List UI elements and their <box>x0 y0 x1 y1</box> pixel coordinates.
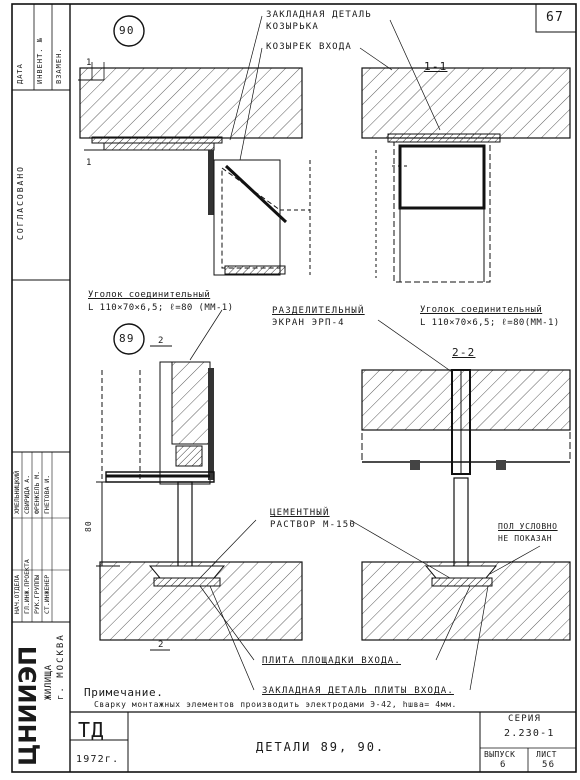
note-title: Примечание. <box>84 686 164 699</box>
org-main: ЦНИИЭП <box>14 645 42 766</box>
sheet-label: ЛИСТ <box>536 750 557 759</box>
sheet-value: 56 <box>542 760 556 770</box>
cut-mark-1-top: 1 <box>86 58 93 68</box>
stamp-inventory: ИНВЕНТ. № <box>36 37 44 84</box>
entrance-slab-label: ПЛИТА ПЛОЩАДКИ ВХОДА. <box>262 656 401 666</box>
upper-slab-left <box>79 67 303 139</box>
entry-canopy-label: КОЗЫРЕК ВХОДА <box>266 42 353 52</box>
sheet-border <box>11 3 577 773</box>
section-11-label: 1-1 <box>424 60 448 73</box>
angle-right-spec: L 110×70×6,5; ℓ=80(ММ-1) <box>420 318 560 328</box>
cut-mark-2-bottom: 2 <box>158 640 165 650</box>
separator-label-2: ЭКРАН ЭРП-4 <box>272 318 345 328</box>
org-sub2: г. МОСКВА <box>56 633 66 700</box>
series-value: 2.230-1 <box>504 728 555 739</box>
year: 1972г. <box>76 754 120 765</box>
detail-89-circle <box>113 323 145 355</box>
floor-note: ПОЛ УСЛОВНО <box>498 522 558 531</box>
embedded-canopy-label-2: КОЗЫРЬКА <box>266 22 319 32</box>
angle-left-label: Уголок соединительный <box>88 290 211 300</box>
cut-mark-2-top: 2 <box>158 336 165 346</box>
note-text: Сварку монтажных элементов производить э… <box>94 700 457 709</box>
section-22-label: 2-2 <box>452 346 476 359</box>
embedded-canopy-label: ЗАКЛАДНАЯ ДЕТАЛЬ <box>266 10 372 20</box>
angle-right-label: Уголок соединительный <box>420 305 543 315</box>
cut-mark-1-bottom: 1 <box>86 158 93 168</box>
detail-90-label: 90 <box>119 24 135 37</box>
dim-80: 80 <box>84 520 93 532</box>
series-label: СЕРИЯ <box>508 714 542 724</box>
cement-label-2: РАСТВОР М-150 <box>270 520 357 530</box>
role-3: РУК.ГРУППЫ <box>33 574 41 614</box>
drawing-title: ДЕТАЛИ 89, 90. <box>256 740 386 754</box>
name-1: ХМЕЛЬНИЦКИЙ <box>13 470 21 514</box>
role-2: ГЛ.ИНЖ.ПРОЕКТА <box>23 559 31 614</box>
role-1: НАЧ.ОТДЕЛА <box>13 574 21 614</box>
name-4: ГНЕТОВА И. <box>43 474 51 514</box>
separator-label: РАЗДЕЛИТЕЛЬНЫЙ <box>272 306 365 316</box>
detail-90-circle <box>113 15 145 47</box>
doc-code: ТД <box>78 718 105 742</box>
stamp-approved: СОГЛАСОВАНО <box>16 165 25 240</box>
issue-value: 6 <box>500 760 507 770</box>
cement-label: ЦЕМЕНТНЫЙ <box>270 508 330 518</box>
name-3: ФРЕНКЕЛЬ М. <box>33 470 41 514</box>
role-4: СТ.ИНЖЕНЕР <box>43 574 51 614</box>
page-number: 67 <box>546 10 565 25</box>
upper-slab-right <box>361 67 571 139</box>
upper-slab-22 <box>361 369 571 431</box>
embedded-slab-label: ЗАКЛАДНАЯ ДЕТАЛЬ ПЛИТЫ ВХОДА. <box>262 686 454 696</box>
stamp-date: ДАТА <box>16 63 24 84</box>
detail-89-label: 89 <box>119 332 135 345</box>
name-2: СВИРИДА А. <box>23 474 31 514</box>
issue-label: ВЫПУСК <box>484 750 516 759</box>
stamp-replace: ВЗАМЕН. <box>55 47 63 84</box>
floor-note-2: НЕ ПОКАЗАН <box>498 534 553 543</box>
angle-left-spec: L 110×70×6,5; ℓ=80 (ММ-1) <box>88 303 234 313</box>
org-sub1: ЖИЛИЩА <box>44 664 54 700</box>
